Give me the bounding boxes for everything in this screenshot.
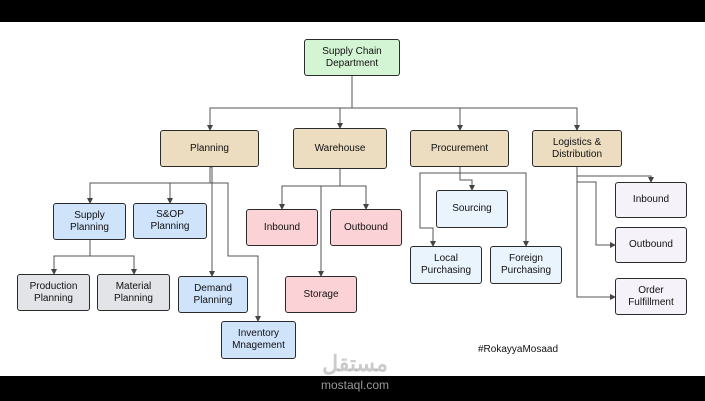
edge-planning-demand [209, 166, 215, 277]
watermark-logo: مستقل [322, 351, 388, 376]
edge-planning-inventory [209, 167, 261, 322]
node-planning: Planning [160, 130, 259, 167]
node-procurement: Procurement [410, 130, 509, 167]
node-foreign-purchasing: Foreign Purchasing [490, 246, 562, 284]
node-sourcing: Sourcing [436, 190, 508, 228]
edge-logistics-inbound [576, 167, 654, 183]
edge-root-procurement [351, 76, 463, 131]
node-logistics-distribution: Logistics & Distribution [532, 130, 622, 167]
node-supply-chain-department: Supply Chain Department [304, 39, 400, 76]
edge-procurement-sourcing [459, 167, 475, 191]
node-supply-planning: Supply Planning [53, 203, 126, 240]
node-local-purchasing: Local Purchasing [410, 246, 482, 284]
top-black-bar [0, 0, 705, 22]
bottom-black-bar [0, 376, 705, 401]
edge-procurement-foreign [459, 167, 529, 247]
author-hashtag: #RokayyaMosaad [478, 344, 559, 355]
watermark-text: mostaql.com [320, 378, 390, 392]
node-logistics-inbound: Inbound [615, 182, 687, 218]
node-storage: Storage [285, 276, 357, 313]
edge-root-planning [207, 76, 353, 131]
node-warehouse-inbound: Inbound [246, 209, 318, 246]
edge-planning-sop [167, 167, 211, 204]
node-material-planning: Material Planning [97, 274, 170, 311]
node-warehouse: Warehouse [293, 128, 387, 169]
node-order-fulfillment: Order Fulfillment [615, 278, 687, 315]
edge-root-warehouse [337, 76, 353, 129]
node-demand-planning: Demand Planning [178, 276, 248, 313]
edge-warehouse-storage [318, 169, 341, 277]
node-warehouse-outbound: Outbound [330, 209, 402, 246]
edge-supply-material [89, 240, 137, 275]
node-inventory-management: Inventory Mnagement [221, 321, 296, 359]
edge-root-logistics [351, 76, 580, 131]
watermark: مستقل mostaql.com [300, 352, 410, 394]
node-logistics-outbound: Outbound [615, 227, 687, 263]
node-production-planning: Production Planning [17, 274, 90, 311]
edge-planning-supply [87, 167, 211, 204]
edge-warehouse-inbound [279, 169, 341, 210]
edge-logistics-outbound [576, 167, 616, 248]
node-sop-planning: S&OP Planning [133, 203, 207, 239]
edge-warehouse-outbound [339, 169, 369, 210]
edge-supply-production [51, 240, 91, 275]
edge-logistics-fulfillment [576, 167, 616, 300]
